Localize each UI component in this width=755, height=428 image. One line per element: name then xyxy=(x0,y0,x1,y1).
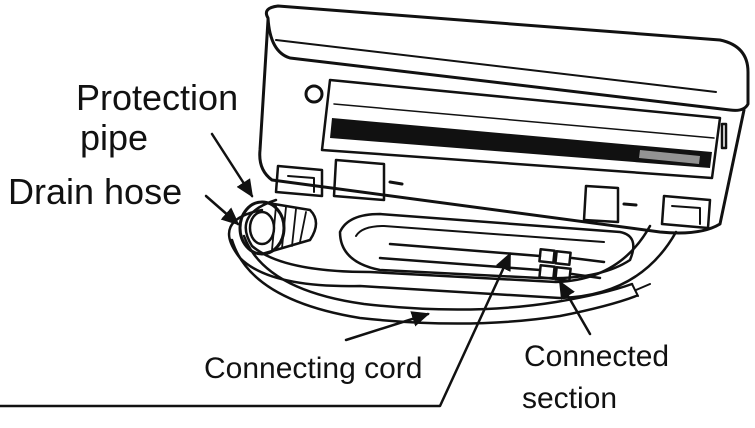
piping-bundle xyxy=(227,198,678,325)
protection-pipe-label-line1: Protection xyxy=(76,77,238,118)
air-outlet-vent xyxy=(330,118,712,168)
drain-hose-arrow xyxy=(204,194,240,226)
protection-pipe-label-line2: pipe xyxy=(80,117,148,158)
connecting-cord xyxy=(230,238,638,325)
screw-hole-icon xyxy=(304,84,324,104)
connected-section xyxy=(538,248,606,282)
protection-pipe xyxy=(260,200,318,256)
drain-hose-label: Drain hose xyxy=(8,171,182,212)
connected-section-arrow xyxy=(558,280,592,336)
connected-section-label-line2: section xyxy=(522,382,617,415)
indoor-unit xyxy=(258,4,750,235)
protection-pipe-arrow xyxy=(210,132,254,198)
connecting-cord-label: Connecting cord xyxy=(204,352,422,385)
labels: Protection pipe Drain hose Connecting co… xyxy=(8,77,669,415)
bundle-leader-arrow xyxy=(0,252,512,408)
connected-section-label-line1: Connected xyxy=(524,340,669,373)
connecting-cord-arrow xyxy=(344,311,430,342)
leader-lines xyxy=(0,132,592,408)
